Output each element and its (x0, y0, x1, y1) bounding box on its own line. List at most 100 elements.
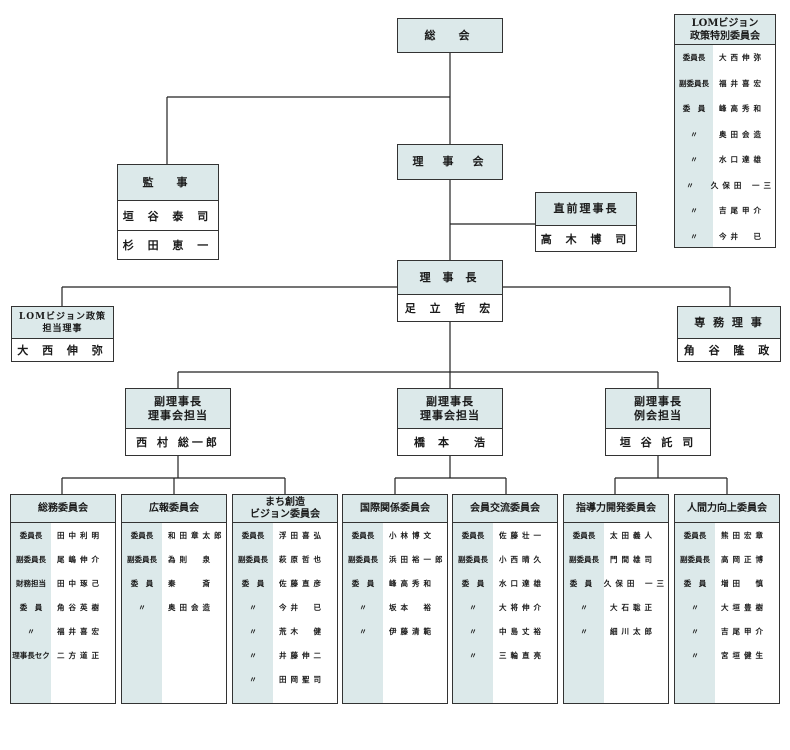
member-name: 浜田裕一郎 (389, 554, 447, 564)
lom-director-box: LOMビジョン政策 担当理事 大 西 伸 弥 (11, 306, 114, 362)
member-role: 〃 (138, 602, 146, 612)
member-role: 〃 (469, 626, 477, 636)
member-name: 田中琢己 (57, 578, 103, 588)
committee-row: 副委員長 浜田裕一郎 (343, 547, 447, 571)
member-role: 〃 (249, 674, 257, 684)
past-president-title: 直前理事長 (536, 193, 636, 226)
committee-row: 〃 井藤伸二 (233, 643, 337, 667)
member-role: 〃 (359, 602, 367, 612)
member-role: 〃 (580, 626, 588, 636)
auditors-box: 監 事 垣 谷 泰 司 杉 田 恵 一 (117, 164, 219, 260)
lom-committee-title: LOMビジョン 政策特別委員会 (675, 15, 775, 45)
committee-row: 委員長 太田義人 (564, 523, 668, 547)
member-name: 井藤伸二 (279, 650, 325, 660)
member-name: 為則 泉 (168, 554, 214, 564)
member-role: 委 員 (682, 104, 706, 114)
committee-row: 財務担当 田中琢己 (11, 571, 115, 595)
vice-president-box: 副理事長 理事会担当 橋 本 浩 (397, 388, 503, 456)
committee-row: 委 員秦 斎 (122, 571, 226, 595)
member-role: 委 員 (569, 578, 593, 588)
committee-row: 〃 荒木 健 (233, 619, 337, 643)
member-name: 久保田 一三 (710, 180, 775, 190)
general-meeting-box: 総 会 (397, 18, 503, 53)
committee-row: 委員長浮田喜弘 (233, 523, 337, 547)
member-name: 奥田会造 (719, 129, 765, 139)
member-name: 宮垣健生 (721, 650, 767, 660)
committee-row: 委 員峰高秀和 (675, 96, 775, 122)
committee-table: 会員交流委員会委員長佐藤壮一副委員長小西晴久委 員水口達雄〃大将伸介〃中島丈裕〃… (452, 494, 558, 704)
member-role: 副委員長 (680, 554, 710, 564)
committee-row: 〃田岡聖司 (233, 667, 337, 691)
committee-row: 委員長 大西伸弥 (675, 45, 775, 71)
member-name: 大垣豊樹 (721, 602, 767, 612)
committee-row: 〃宮垣健生 (675, 643, 779, 667)
member-role: 委員長 (683, 530, 707, 540)
committee-row: 〃奥田会造 (122, 595, 226, 619)
member-role: 委員長 (682, 53, 706, 63)
member-role: 委 員 (683, 578, 707, 588)
member-role: 〃 (691, 602, 699, 612)
member-role: 委 員 (461, 578, 485, 588)
committee-row: 〃水口達雄 (675, 147, 775, 173)
member-role: 副委員長 (458, 554, 488, 564)
vice-president-title: 副理事長 理事会担当 (126, 389, 230, 429)
member-role: 委 員 (19, 602, 43, 612)
member-name: 秦 斎 (168, 578, 214, 588)
committee-table: 総務委員会委員長田中利明副委員長尾嶋伸介財務担当 田中琢己委 員角谷英樹〃福井喜宏… (10, 494, 116, 704)
committee-title: 総務委員会 (11, 495, 115, 523)
member-role: 〃 (580, 602, 588, 612)
committee-row: 委 員峰高秀和 (343, 571, 447, 595)
member-name: 小西晴久 (499, 554, 545, 564)
member-name: 尾嶋伸介 (57, 554, 103, 564)
member-role: 副委員長 (569, 554, 599, 564)
member-role: 副委員長 (348, 554, 378, 564)
committee-row: 委員長田中利明 (11, 523, 115, 547)
committee-row: 〃吉尾甲介 (675, 619, 779, 643)
committee-row: 副委員長尾嶋伸介 (11, 547, 115, 571)
member-name: 太田義人 (610, 530, 656, 540)
committee-row: 〃 久保田 一三 (675, 173, 775, 199)
committee-row: 〃伊藤清範 (343, 619, 447, 643)
member-role: 財務担当 (16, 578, 46, 588)
member-name: 萩原哲也 (279, 554, 325, 564)
committee-row: 委 員角谷英樹 (11, 595, 115, 619)
committee-row: 委員長和田章太郎 (122, 523, 226, 547)
member-name: 増田 慎 (721, 578, 767, 588)
member-role: 委員長 (461, 530, 485, 540)
member-name: 荒木 健 (279, 626, 325, 636)
member-role: 〃 (249, 650, 257, 660)
committee-title: 指導力開発委員会 (564, 495, 668, 523)
committee-row: 委 員 増田 慎 (675, 571, 779, 595)
auditor-name: 杉 田 恵 一 (118, 230, 218, 259)
committee-title: 人間力向上委員会 (675, 495, 779, 523)
past-president-box: 直前理事長 高 木 博 司 (535, 192, 637, 252)
board-label: 理 事 会 (398, 145, 502, 179)
committee-row: 〃福井喜宏 (11, 619, 115, 643)
committee-row: 委員長小林博文 (343, 523, 447, 547)
member-role: 委員長 (19, 530, 43, 540)
member-name: 福井喜宏 (57, 626, 103, 636)
member-role: 〃 (249, 626, 257, 636)
member-role: 委員長 (572, 530, 596, 540)
lom-director-name: 大 西 伸 弥 (17, 344, 108, 357)
committee-table: 指導力開発委員会委員長太田義人副委員長門間雄司委 員久保田 一三〃大石聡正〃細川… (563, 494, 669, 704)
committee-row: 〃今井 已 (233, 595, 337, 619)
member-role: 〃 (359, 626, 367, 636)
committee-row: 〃奥田会造 (675, 122, 775, 148)
member-name: 小林博文 (389, 530, 435, 540)
committee-title: まち創造 ビジョン委員会 (233, 495, 337, 523)
member-role: 〃 (686, 180, 694, 190)
member-role: 〃 (469, 602, 477, 612)
vice-president-box: 副理事長 理事会担当 西 村 総一郎 (125, 388, 231, 456)
committee-row: 副委員長高岡正博 (675, 547, 779, 571)
member-role: 副委員長 (238, 554, 268, 564)
vice-president-name: 西 村 総一郎 (136, 436, 220, 449)
committee-table: 人間力向上委員会委員長熊田宏章副委員長高岡正博委 員増田 慎〃大垣豊樹〃吉尾甲介… (674, 494, 780, 704)
member-name: 大西伸弥 (719, 53, 765, 63)
lom-special-committee: LOMビジョン 政策特別委員会 委員長大西伸弥 副委員長福井喜宏 委 員峰高秀和… (674, 14, 776, 248)
member-role: 委 員 (130, 578, 154, 588)
member-name: 水口達雄 (719, 155, 765, 165)
member-name: 福井喜宏 (719, 78, 765, 88)
member-name: 今井 已 (279, 602, 325, 612)
member-role: 〃 (469, 650, 477, 660)
